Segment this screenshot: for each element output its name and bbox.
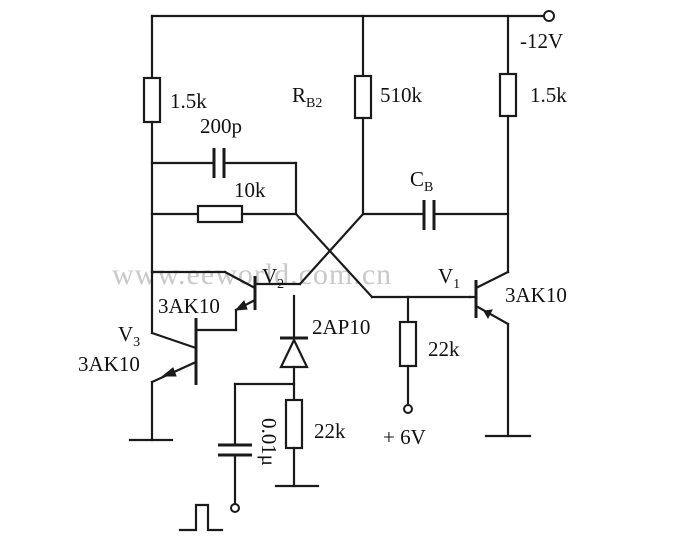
resistor-r1 bbox=[142, 76, 162, 124]
r22k-right-label: 22k bbox=[428, 337, 460, 361]
r4-label: 1.5k bbox=[530, 83, 567, 107]
rb2-value-label: 510k bbox=[380, 83, 423, 107]
input-capacitor-label: 0.01μ bbox=[257, 418, 281, 466]
top-rail bbox=[150, 10, 555, 22]
transistor-v2 bbox=[150, 270, 257, 332]
capacitor-cb bbox=[361, 200, 510, 230]
capacitor-200p bbox=[150, 148, 298, 216]
resistor-r4 bbox=[498, 72, 518, 118]
transistor-v3 bbox=[128, 270, 198, 442]
v1-type-label: 3AK10 bbox=[505, 283, 567, 307]
resistor-rb2 bbox=[353, 74, 373, 120]
resistor-22k-right bbox=[398, 320, 418, 368]
v3-label: V3 bbox=[118, 322, 140, 350]
v2-type-label: 3AK10 bbox=[158, 294, 220, 318]
r1-label: 1.5k bbox=[170, 89, 207, 113]
v3-type-label: 3AK10 bbox=[78, 352, 140, 376]
left-collector-branch bbox=[142, 14, 162, 274]
bias-resistor-branch bbox=[398, 295, 418, 414]
resistor-10k bbox=[196, 204, 244, 224]
input-capacitor bbox=[218, 382, 296, 513]
diode-label: 2AP10 bbox=[312, 315, 370, 339]
rb2-branch bbox=[353, 14, 373, 216]
rb2-label: RB2 bbox=[292, 83, 322, 111]
r10k-label: 10k bbox=[234, 178, 266, 202]
transistor-v1 bbox=[468, 270, 532, 438]
supply-neg-label: -12V bbox=[520, 29, 563, 53]
cb-label: CB bbox=[410, 167, 433, 195]
cross-coupling bbox=[253, 212, 472, 299]
v1-label: V1 bbox=[438, 264, 460, 292]
c200-label: 200p bbox=[200, 114, 242, 138]
resistor-22k-bottom bbox=[284, 398, 304, 450]
input-pulse-icon bbox=[178, 503, 224, 532]
v2-label: V2 bbox=[262, 264, 284, 292]
bottom-resistor-branch bbox=[274, 398, 320, 488]
supply-pos-label: + 6V bbox=[383, 425, 426, 449]
right-collector-branch bbox=[498, 14, 518, 274]
resistor-10k-branch bbox=[150, 204, 298, 224]
r22k-bottom-label: 22k bbox=[314, 419, 346, 443]
